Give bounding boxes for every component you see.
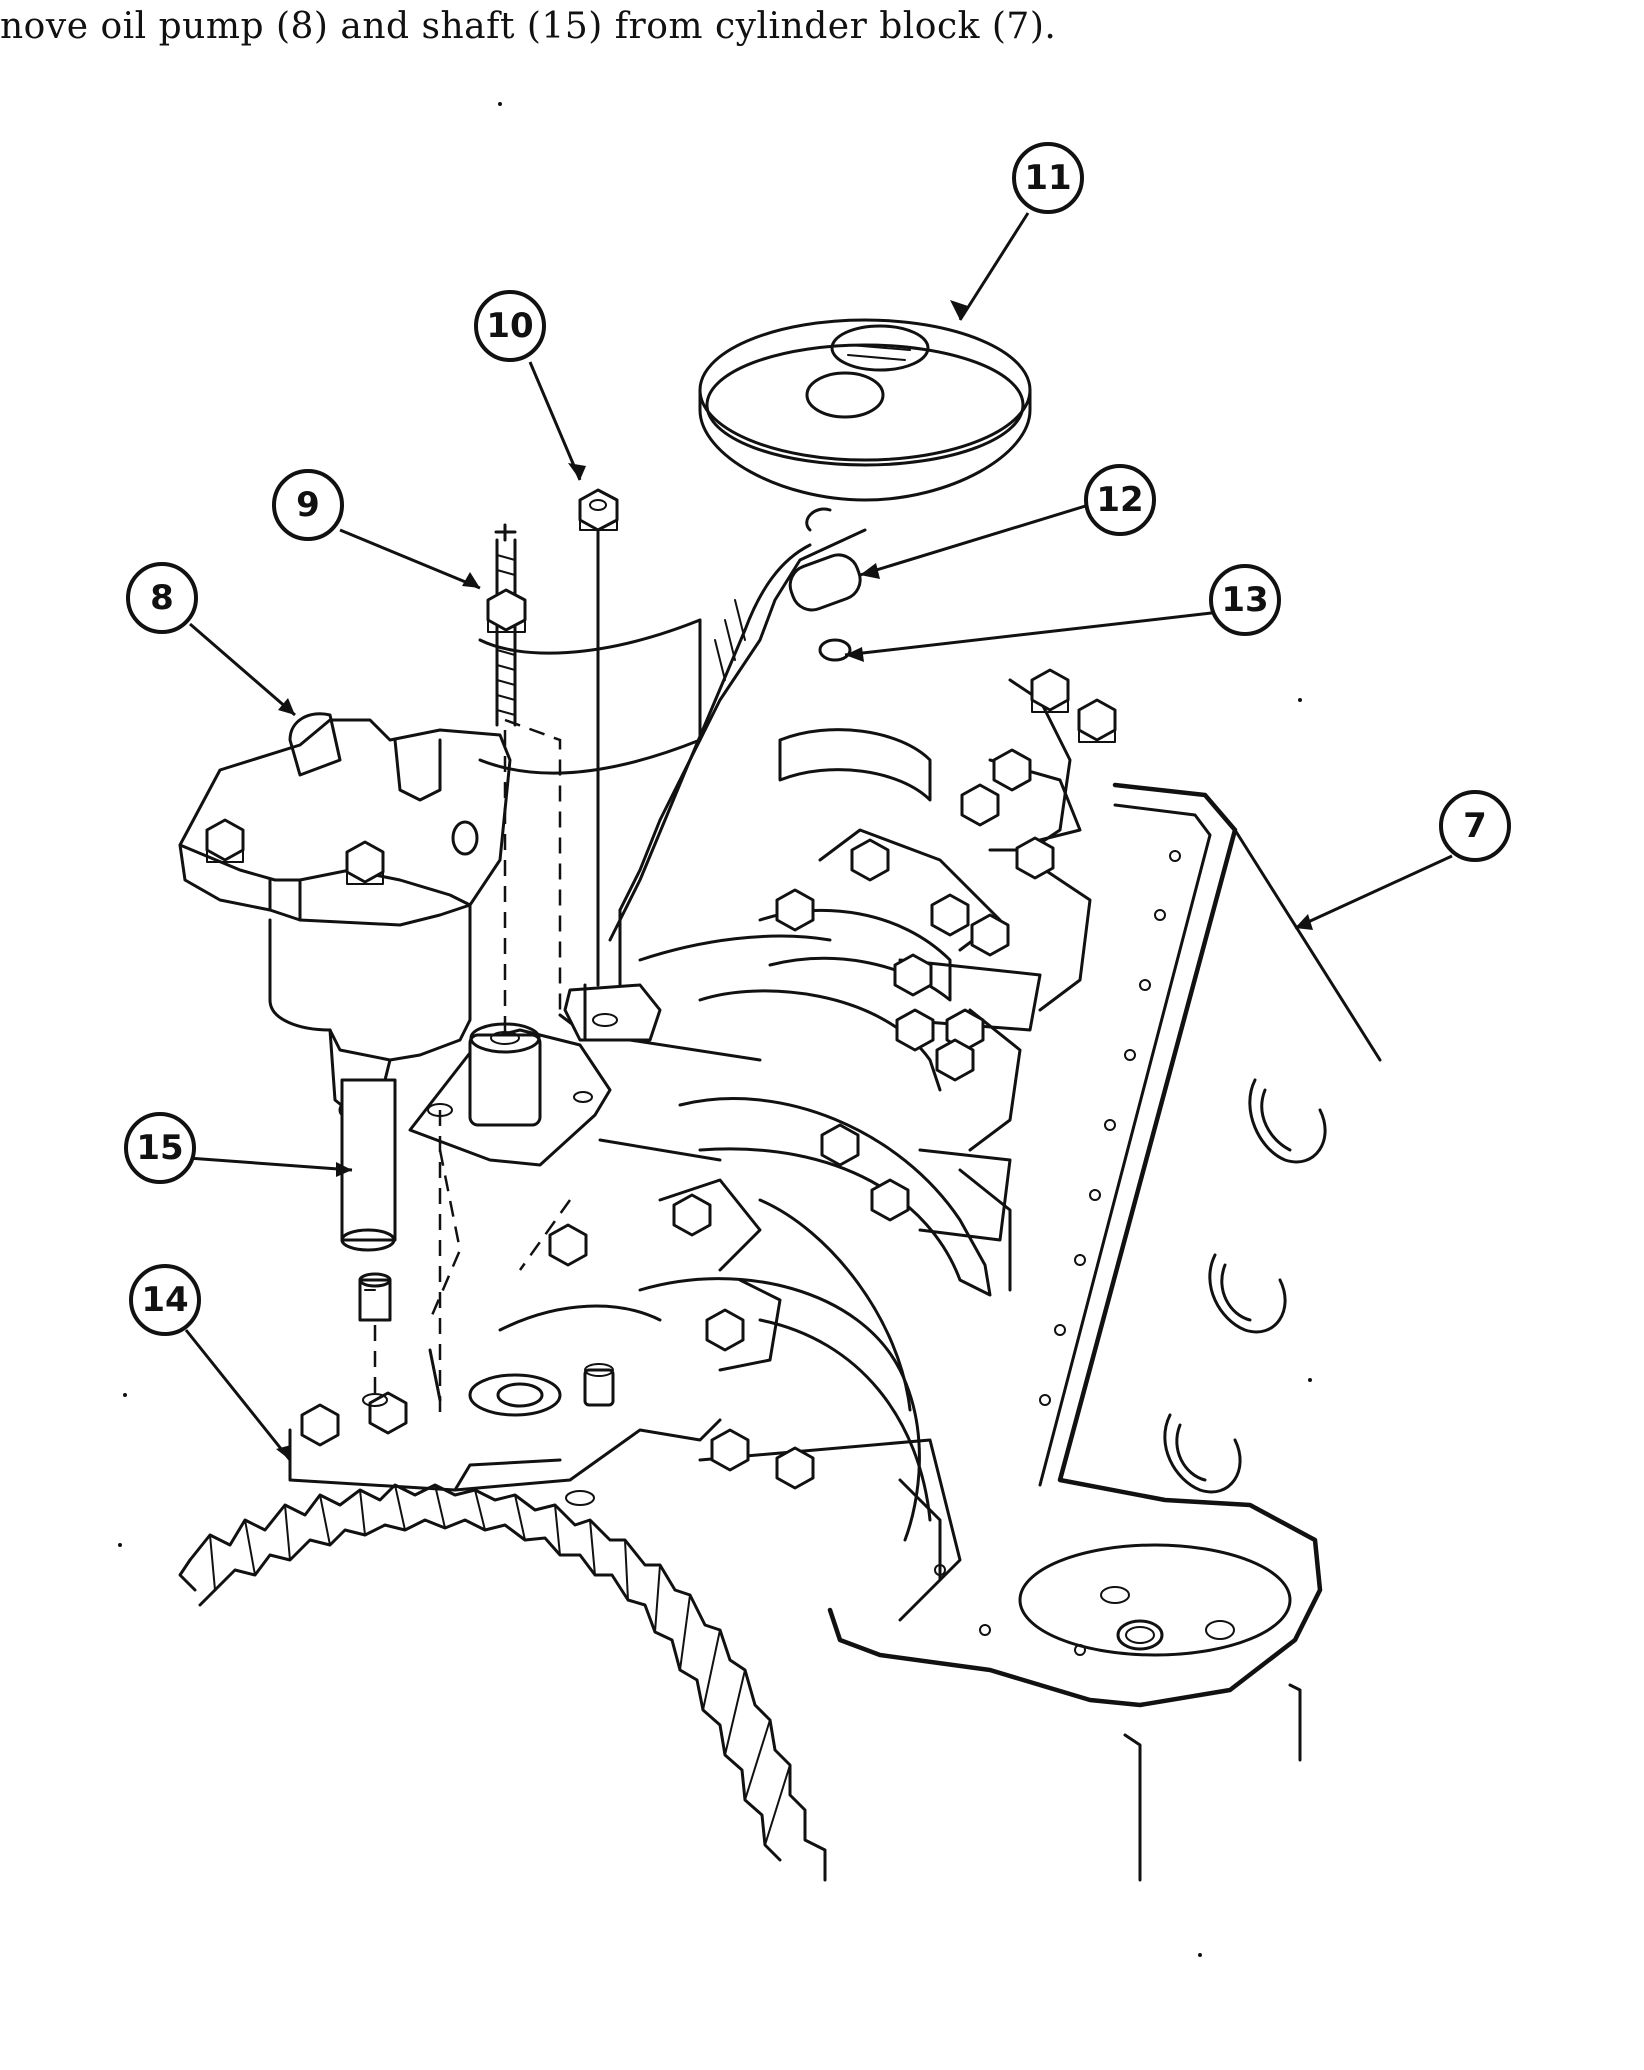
pump-stud-and-nut [486, 523, 527, 727]
callout-15: 15 [124, 1112, 196, 1184]
cylinder-bores [1163, 1078, 1327, 1494]
alignment-lines [362, 718, 572, 1420]
rear-boss [1018, 1543, 1292, 1657]
callout-12: 12 [1084, 464, 1156, 536]
svg-text:7: 7 [1463, 806, 1487, 846]
svg-text:13: 13 [1221, 580, 1268, 620]
callout-7: 7 [1439, 790, 1511, 862]
svg-text:14: 14 [141, 1280, 188, 1320]
svg-text:11: 11 [1024, 158, 1071, 198]
instruction-text: nove oil pump (8) and shaft (15) from cy… [0, 6, 1057, 47]
tube-bracket-nut [578, 488, 619, 987]
flywheel-ring-gear [178, 1483, 827, 1882]
pump-drive-shaft [340, 1078, 397, 1322]
callout-8: 8 [126, 562, 198, 634]
leader-arrowheads [276, 300, 1313, 1460]
svg-text:8: 8 [150, 578, 174, 618]
callout-13: 13 [1209, 564, 1281, 636]
oil-pickup-tube [478, 507, 867, 1042]
callout-14: 14 [129, 1264, 201, 1336]
callout-10: 10 [474, 290, 546, 362]
svg-text:9: 9 [296, 485, 320, 525]
flange-bolt-holes [934, 850, 1181, 1656]
rear-main-bearing-cap [288, 1304, 722, 1506]
oil-pump [178, 712, 612, 1167]
svg-text:10: 10 [486, 306, 533, 346]
oil-pickup-screen [698, 318, 1032, 502]
cylinder-block [827, 782, 1382, 1882]
svg-text:12: 12 [1096, 480, 1143, 520]
scan-specks [118, 102, 1312, 1957]
callout-11: 11 [1012, 142, 1084, 214]
callout-9: 9 [272, 469, 344, 541]
svg-text:15: 15 [136, 1128, 183, 1168]
main-bearing-bolts [300, 668, 1117, 1490]
leader-lines [184, 212, 1453, 1461]
